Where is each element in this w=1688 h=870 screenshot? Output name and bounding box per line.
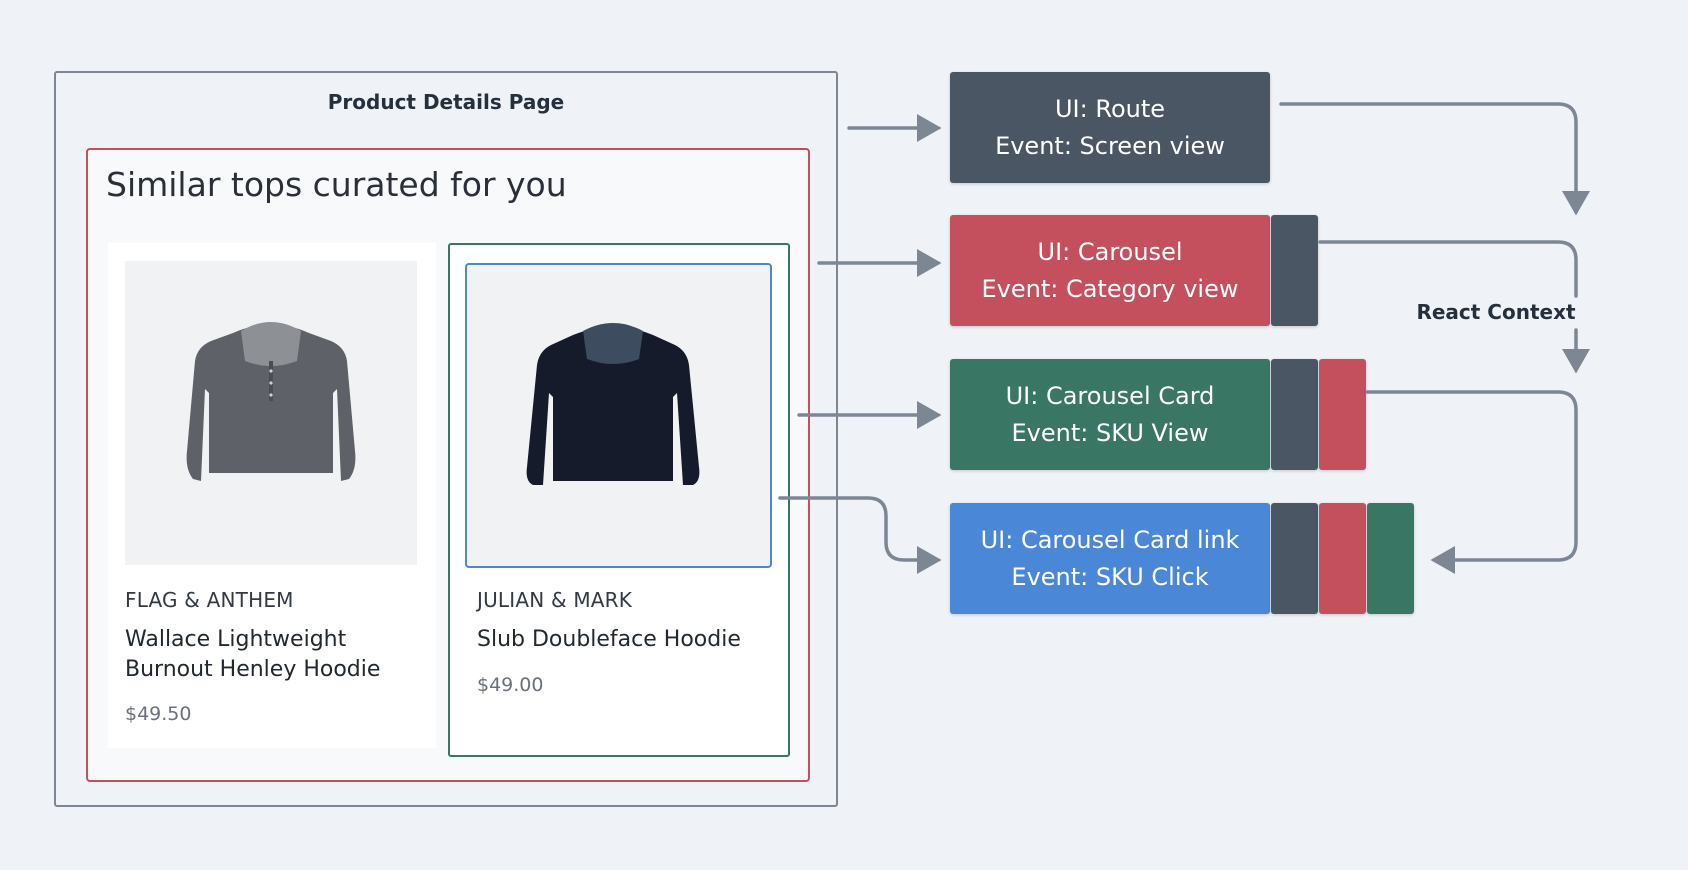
arrow-link-to-event xyxy=(780,498,938,560)
context-arrow-route xyxy=(1281,104,1576,212)
context-arrow-card xyxy=(1367,392,1576,560)
context-arrow-carousel xyxy=(1320,242,1576,296)
